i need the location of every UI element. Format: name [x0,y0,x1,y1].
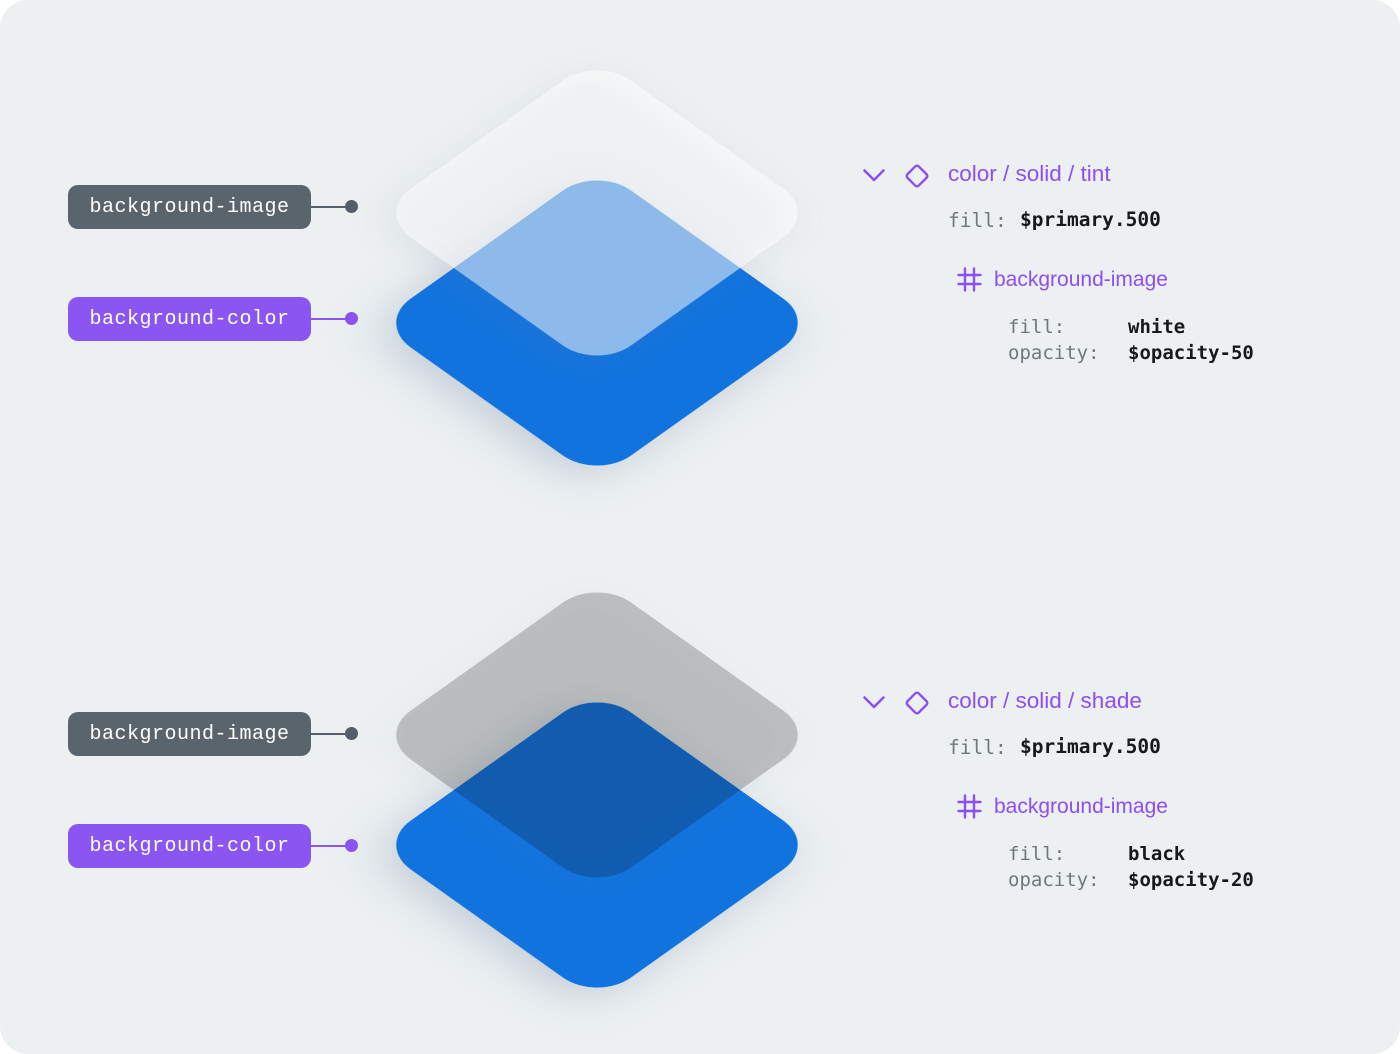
fill-property-label: fill: [948,736,1007,759]
layer-properties: fill: white opacity: $opacity-50 [1008,315,1254,366]
fill-property-label: fill: [948,209,1007,232]
callout-pill-background-image: background-image [68,185,311,229]
prop-label: fill: [1008,316,1066,338]
callout-connector [311,733,348,735]
layer-stack-shade [376,578,818,1005]
connector-dot [345,839,358,852]
layer-name: background-image [994,795,1168,818]
chevron-down-icon[interactable] [862,695,886,715]
component-diamond-icon [902,688,932,723]
prop-label: opacity: [1008,342,1100,364]
layer-stack-tint [376,56,818,483]
connector-dot [345,200,358,213]
fill-property-value: $primary.500 [1020,208,1161,231]
component-diamond-icon [902,161,932,196]
callout-connector [311,845,348,847]
spec-block-shade: color / solid / shade fill: $primary.500… [860,687,1340,927]
layer-properties: fill: black opacity: $opacity-20 [1008,842,1254,893]
frame-hash-icon [956,793,983,825]
prop-value: white [1128,316,1186,338]
callout-connector [311,206,348,208]
callout-pill-background-color: background-color [68,297,311,341]
callout-pill-background-color: background-color [68,824,311,868]
prop-label: fill: [1008,843,1066,865]
spec-title: color / solid / shade [948,688,1142,713]
layer-name: background-image [994,268,1168,291]
fill-property-value: $primary.500 [1020,735,1161,758]
callout-connector [311,318,348,320]
connector-dot [345,727,358,740]
chevron-down-icon[interactable] [862,168,886,188]
prop-label: opacity: [1008,869,1100,891]
spec-block-tint: color / solid / tint fill: $primary.500 … [860,160,1340,400]
connector-dot [345,312,358,325]
prop-value: $opacity-20 [1128,869,1254,891]
callout-pill-background-image: background-image [68,712,311,756]
prop-value: black [1128,843,1186,865]
frame-hash-icon [956,266,983,298]
prop-value: $opacity-50 [1128,342,1254,364]
spec-title: color / solid / tint [948,161,1111,186]
